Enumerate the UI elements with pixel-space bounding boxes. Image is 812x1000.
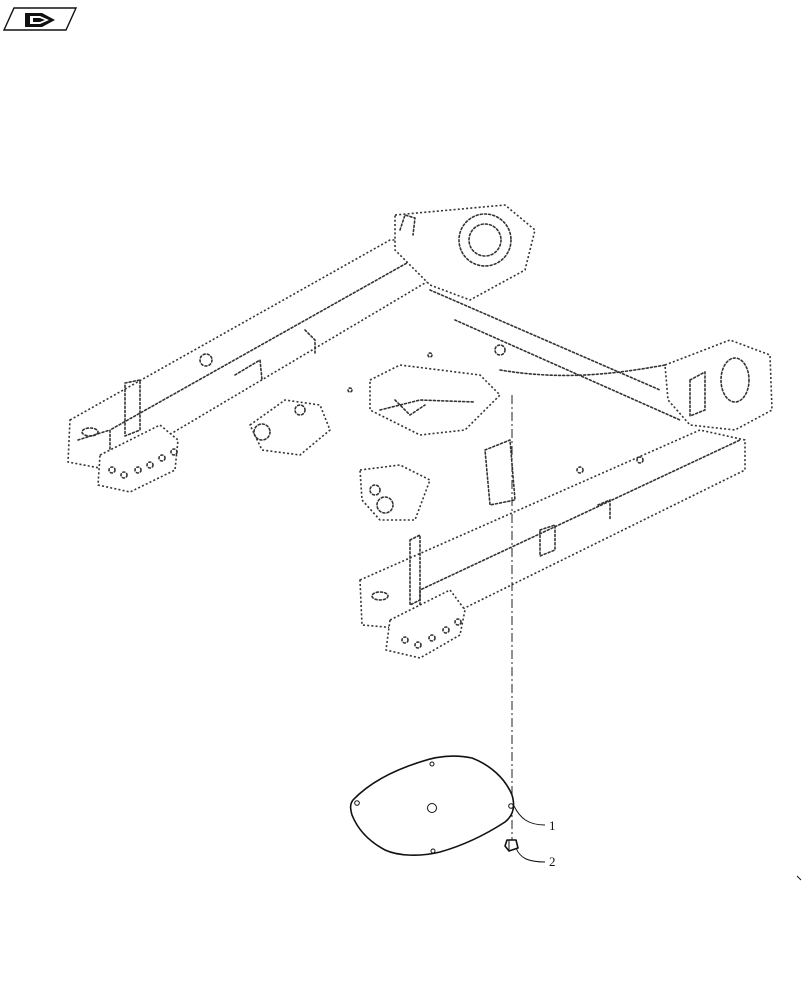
frame-ghost — [67, 204, 773, 659]
book-icon — [25, 13, 55, 27]
bolt[interactable] — [504, 839, 519, 852]
callout-1: 1 — [513, 805, 556, 833]
view-badge[interactable] — [2, 7, 78, 31]
callout-label-2: 2 — [549, 854, 556, 869]
callout-2: 2 — [515, 847, 556, 869]
corner-mark — [796, 875, 802, 881]
cover-plate[interactable] — [349, 755, 515, 856]
callout-label-1: 1 — [549, 818, 556, 833]
